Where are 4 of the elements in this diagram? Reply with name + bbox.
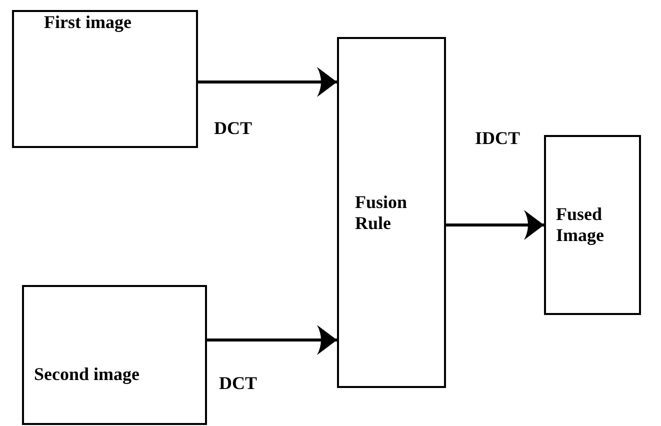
process-box: Fusion Rule <box>337 37 446 388</box>
process-box: Fused Image <box>544 135 641 315</box>
process-box: First image <box>12 10 198 148</box>
process-box: Second image <box>22 285 207 425</box>
